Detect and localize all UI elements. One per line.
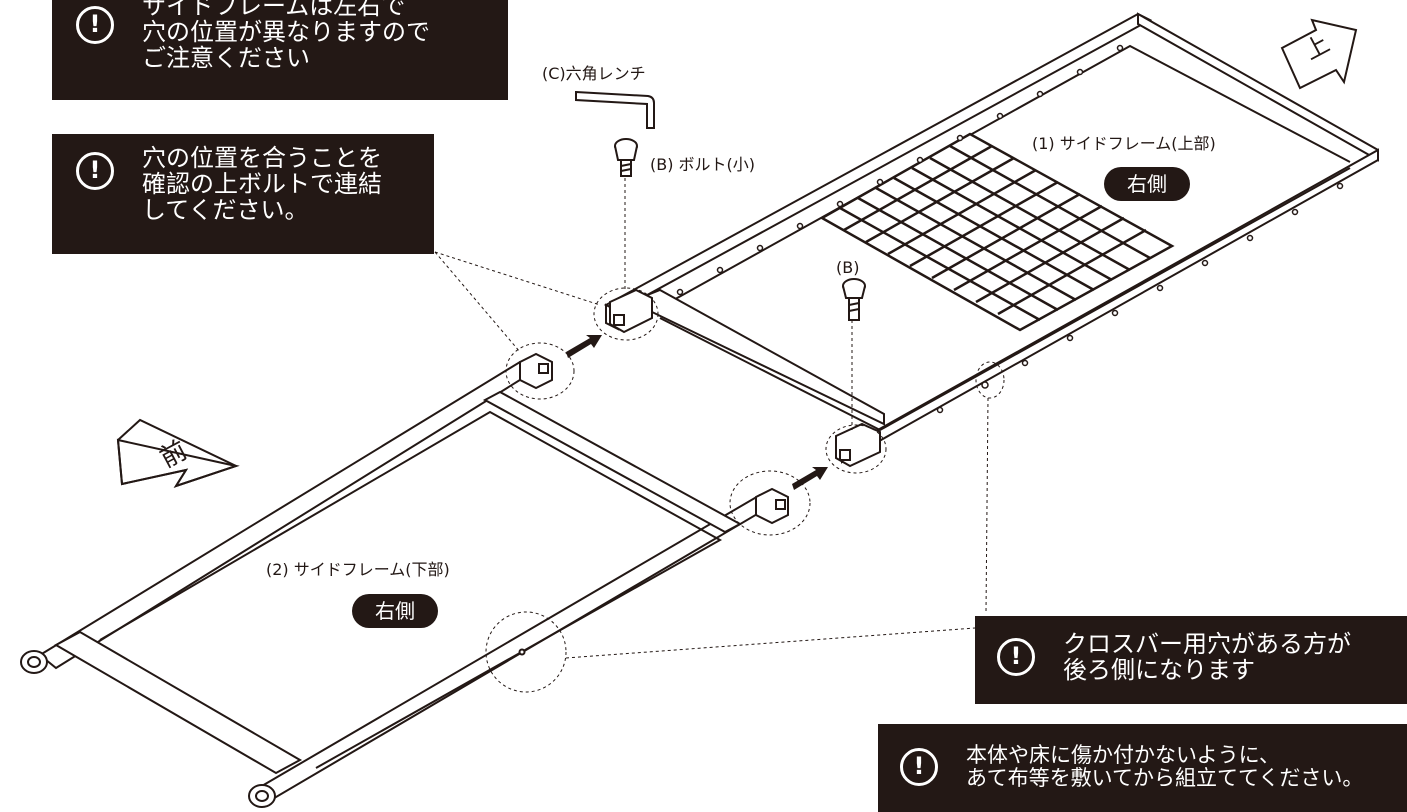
note-crossbar-holes: ! クロスバー用穴がある方が 後ろ側になります [975,616,1407,704]
note-line: 確認の上ボルトで連結 [142,169,382,198]
hex-wrench-drawing [575,90,655,129]
lower-side-frame [20,352,789,808]
upper-frame-label: (1) サイドフレーム(上部) [1032,134,1216,153]
callout-leaders [434,178,1005,693]
note-line: してください。 [142,195,309,224]
hex-wrench-label: (C)六角レンチ [542,64,646,83]
bolt-b-label: (B) [836,258,860,277]
caution-icon: ! [900,748,938,786]
note-line: 後ろ側になります [1063,655,1255,684]
note-line: ご注意ください [142,43,310,72]
right-side-badge-lower: 右側 [352,594,438,628]
note-align-holes: ! 穴の位置を合うことを 確認の上ボルトで連結 してください。 [52,134,434,254]
lower-frame-label: (2) サイドフレーム(下部) [266,560,450,579]
note-line: あて布等を敷いてから組立ててください。 [966,765,1364,790]
note-line: サイドフレームは左右で [142,0,406,20]
insert-arrows [566,335,828,490]
caution-icon: ! [997,638,1035,676]
note-line: 穴の位置が異なりますので [142,17,430,46]
caution-icon: ! [76,6,114,44]
top-direction-arrow: 上 [1280,18,1358,90]
note-frame-holes-differ: ! サイドフレームは左右で 穴の位置が異なりますので ご注意ください [52,0,508,100]
note-line: 穴の位置を合うことを [142,144,382,172]
note-protect-floor: ! 本体や床に傷か付かないように、 あて布等を敷いてから組立ててください。 [878,724,1407,812]
front-direction-arrow: 前 [116,418,240,488]
upper-side-frame [603,12,1379,468]
right-side-badge-upper: 右側 [1104,167,1190,201]
bolt-small-label: (B) ボルト(小) [650,155,756,174]
note-line: クロスバー用穴がある方が [1063,630,1351,658]
caution-icon: ! [76,152,114,190]
bolt-b-drawing [842,278,866,321]
bolt-small-drawing [614,138,638,177]
note-line: 本体や床に傷か付かないように、 [966,743,1280,767]
